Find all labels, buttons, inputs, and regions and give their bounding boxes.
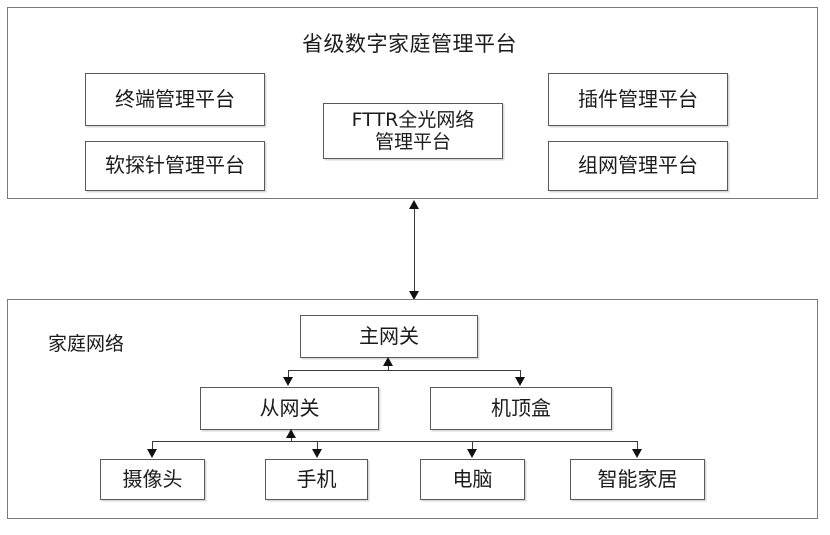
connector-tier3-drop-smart-home — [637, 441, 638, 451]
node-terminal-management-platform[interactable]: 终端管理平台 — [85, 73, 265, 126]
node-plugin-management-platform[interactable]: 插件管理平台 — [548, 73, 728, 126]
node-main-gateway[interactable]: 主网关 — [300, 315, 478, 358]
connector-tier2-bus — [288, 370, 520, 371]
platform-section-title: 省级数字家庭管理平台 — [302, 32, 517, 56]
connector-platform-to-home-line — [414, 203, 415, 297]
connector-tier3-drop-phone — [317, 441, 318, 451]
node-camera[interactable]: 摄像头 — [100, 459, 205, 500]
connector-arrow-to-set-top-box — [515, 377, 525, 386]
connector-platform-to-home-arrow-down — [409, 291, 419, 300]
node-networking-management-platform[interactable]: 组网管理平台 — [548, 141, 728, 191]
node-phone[interactable]: 手机 — [265, 459, 368, 500]
home-network-section-title: 家庭网络 — [48, 333, 125, 355]
node-set-top-box[interactable]: 机顶盒 — [430, 387, 612, 430]
node-sub-gateway[interactable]: 从网关 — [200, 387, 379, 430]
connector-tier3-drop-computer — [472, 441, 473, 451]
connector-arrow-to-camera — [147, 449, 157, 458]
connector-tier3-bus — [152, 441, 637, 442]
node-soft-probe-management-platform[interactable]: 软探针管理平台 — [85, 141, 265, 191]
connector-tier2-drop-sub-gateway — [288, 370, 289, 379]
connector-arrow-to-phone — [312, 449, 322, 458]
connector-arrow-to-smart-home — [632, 449, 642, 458]
node-fttr-optical-network-platform[interactable]: FTTR全光网络 管理平台 — [323, 103, 503, 159]
node-smart-home[interactable]: 智能家居 — [570, 459, 705, 500]
connector-arrow-to-computer — [467, 449, 477, 458]
connector-sub-gateway-arrow-up — [286, 429, 296, 438]
node-computer[interactable]: 电脑 — [420, 459, 525, 500]
connector-tier3-drop-camera — [152, 441, 153, 451]
connector-platform-to-home-arrow-up — [409, 200, 419, 209]
connector-main-gateway-arrow-up — [383, 357, 393, 366]
connector-arrow-to-sub-gateway — [283, 377, 293, 386]
connector-tier2-drop-set-top-box — [520, 370, 521, 379]
